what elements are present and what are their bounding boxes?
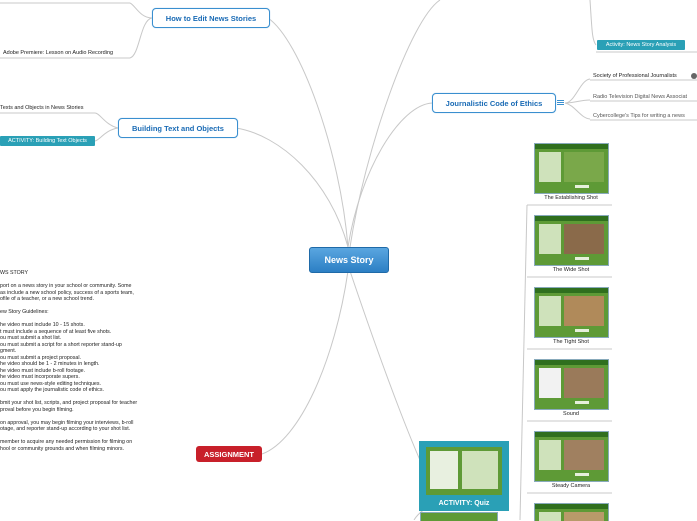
- thumb-steady-camera[interactable]: [534, 431, 609, 482]
- wordpress-icon: [691, 73, 697, 79]
- assignment-notes: WS STORY port on a news story in your sc…: [0, 270, 138, 452]
- thumb-wide-shot[interactable]: [534, 215, 609, 266]
- label-sound: Sound: [563, 411, 579, 417]
- connector-top: [349, 0, 441, 248]
- thumb-tight-shot[interactable]: [534, 287, 609, 338]
- topic-building-text[interactable]: Building Text and Objects: [118, 118, 238, 138]
- node-rtdna[interactable]: Radio Television Digital News Associat: [593, 94, 688, 100]
- topic-how-to-edit[interactable]: How to Edit News Stories: [152, 8, 270, 28]
- node-activity-quiz[interactable]: ACTIVITY: Quiz: [419, 441, 509, 511]
- label-steady-camera: Steady Camera: [551, 483, 591, 489]
- quiz-thumbnail: [426, 447, 502, 495]
- connector-edit: [267, 17, 349, 248]
- thumb-quiz-below[interactable]: [420, 512, 498, 521]
- node-spj[interactable]: Society of Professional Journalists: [593, 73, 677, 79]
- node-premiere-lesson[interactable]: Adobe Premiere: Lesson on Audio Recordin…: [3, 50, 114, 56]
- topic-ethics[interactable]: Journalistic Code of Ethics: [432, 93, 556, 113]
- central-topic[interactable]: News Story: [309, 247, 389, 273]
- connector-building: [235, 127, 349, 248]
- topic-assignment[interactable]: ASSIGNMENT: [196, 446, 262, 462]
- thumb-sound[interactable]: [534, 359, 609, 410]
- node-cybercollege[interactable]: Cybercollege's Tips for writing a news: [593, 113, 685, 119]
- label-wide-shot: The Wide Shot: [552, 267, 590, 273]
- label-establishing-shot: The Establishing Shot: [544, 195, 598, 201]
- connector-assignment: [261, 270, 349, 455]
- label-tight-shot: The Tight Shot: [553, 339, 589, 345]
- notes-icon[interactable]: [557, 99, 564, 106]
- node-activity-analysis[interactable]: Activity: News Story Analysis: [597, 40, 685, 50]
- node-activity-building[interactable]: ACTIVITY: Building Text Objects: [0, 136, 95, 146]
- thumb-establishing-shot[interactable]: [534, 143, 609, 194]
- thumb-next-shot[interactable]: [534, 503, 609, 521]
- quiz-label: ACTIVITY: Quiz: [438, 500, 490, 507]
- node-texts-objects[interactable]: Texts and Objects in News Stories: [0, 105, 84, 111]
- connector-ethics: [347, 102, 433, 248]
